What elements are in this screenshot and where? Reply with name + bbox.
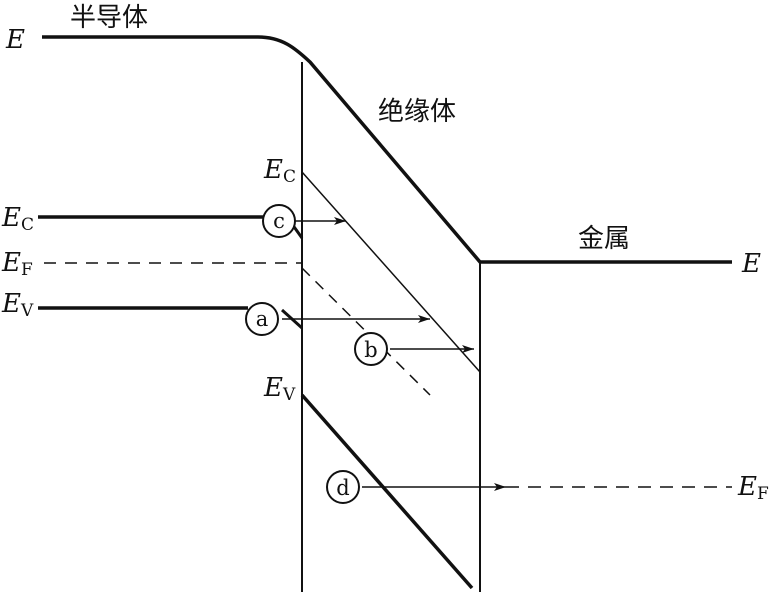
svg-text:a: a xyxy=(256,307,269,331)
ec-left-label: EC xyxy=(1,203,34,235)
insulator-fermi-dashed xyxy=(301,267,431,396)
semiconductor-label: 半导体 xyxy=(70,3,148,33)
svg-text:c: c xyxy=(273,209,285,233)
energy-axis-label-left: E xyxy=(5,25,25,55)
process-d-marker: d xyxy=(326,470,360,504)
ec-insulator-label: EC xyxy=(263,155,296,187)
ef-left-label: EF xyxy=(1,248,33,280)
ev-left-label: EV xyxy=(1,289,34,321)
process-a-marker: a xyxy=(245,302,279,336)
process-b-marker: b xyxy=(354,332,388,366)
energy-axis-label-right: E xyxy=(741,249,761,279)
vacuum-level-curve xyxy=(42,35,732,264)
insulator-valence-band xyxy=(300,393,474,590)
ef-right-label: EF xyxy=(737,472,769,504)
insulator-label: 绝缘体 xyxy=(378,97,456,127)
ev-insulator-label: EV xyxy=(263,373,296,405)
svg-text:d: d xyxy=(336,476,349,500)
svg-text:b: b xyxy=(364,338,377,362)
process-c-marker: c xyxy=(262,204,296,238)
metal-label: 金属 xyxy=(578,224,630,254)
insulator-conduction-band xyxy=(301,171,481,373)
